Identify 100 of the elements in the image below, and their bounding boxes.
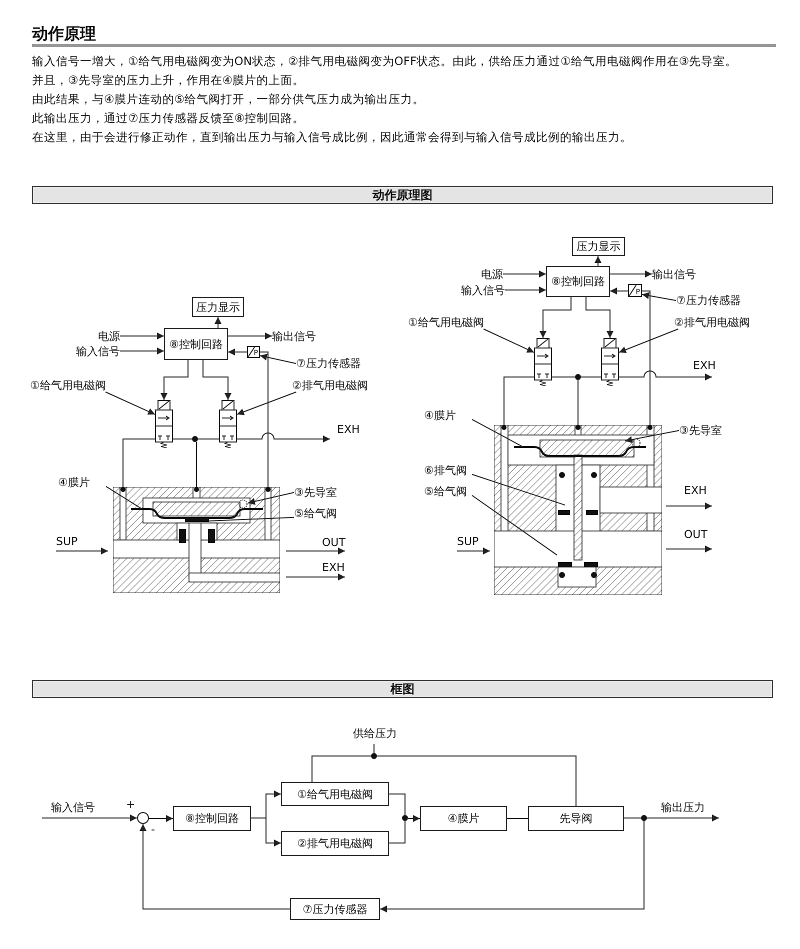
callout-text: ⑥排气阀: [424, 464, 472, 477]
junction-dot: [575, 374, 581, 380]
leader-line: [618, 328, 679, 354]
regulator-body-drawing: [113, 487, 280, 593]
connector-line: [388, 820, 406, 844]
junction-dot: [371, 753, 377, 759]
leader-line: [260, 354, 296, 364]
process-box: 压力显示: [192, 297, 244, 317]
leader-line: [624, 430, 680, 444]
leader-line: [472, 474, 566, 506]
callout-text: ⑤给气阀: [294, 507, 350, 520]
edge-label: 供给压力: [352, 727, 398, 740]
leader-line: [483, 328, 534, 353]
paragraph-text: 并且，③先导室的压力上升，作用在④膜片的上面。: [32, 73, 305, 88]
arrow: [120, 348, 164, 354]
paragraph-text: 此输出压力，通过⑦压力传感器反馈至⑧控制回路。: [32, 111, 305, 126]
junction-dot: [192, 436, 198, 442]
process-box: ⑧控制回路: [546, 266, 610, 297]
process-box: ⑧控制回路: [173, 806, 251, 831]
callout-text: ①给气用电磁阀: [408, 316, 492, 329]
leader-line: [642, 292, 676, 301]
arrow: [250, 818, 282, 846]
pneumatic-line: [198, 438, 220, 440]
edge-label: EXH: [336, 423, 361, 436]
port-label: EXH: [322, 561, 345, 574]
arrow: [594, 256, 602, 266]
process-box: 压力显示: [572, 237, 625, 256]
section-header-bar: 框图: [32, 680, 773, 698]
arrow: [504, 286, 546, 294]
process-box: ⑦压力传感器: [290, 898, 380, 920]
arrow: [586, 296, 614, 338]
arrow: [610, 270, 652, 278]
arrow: [214, 316, 222, 328]
arrow: [228, 332, 272, 340]
arrow: [228, 348, 248, 356]
arrow: [120, 332, 164, 340]
arrow: [160, 360, 188, 400]
arrow: [646, 814, 720, 822]
pneumatic-line: [196, 442, 197, 488]
pressure-sensor-symbol: [247, 346, 260, 358]
callout-text: 电源: [88, 330, 120, 343]
port-label: OUT: [322, 536, 346, 549]
pneumatic-line: [236, 432, 330, 442]
arrow: [610, 288, 628, 294]
callout-text: 输入信号: [451, 284, 505, 297]
edge-label: EXH: [692, 359, 717, 372]
process-box: ④膜片: [420, 806, 507, 831]
callout-text: ③先导室: [679, 424, 735, 437]
callout-text: ①给气用电磁阀: [30, 379, 114, 392]
pneumatic-line: [642, 290, 650, 426]
solenoid-valve-symbol: [219, 400, 237, 448]
solenoid-valve-symbol: [155, 400, 173, 448]
leader-line: [236, 392, 297, 416]
pneumatic-line: [504, 376, 534, 426]
arrow: [42, 814, 138, 822]
callout-text: 输入信号: [66, 345, 120, 358]
leader-line: [472, 418, 524, 448]
sign-label: +: [126, 798, 136, 811]
leader-line: [472, 494, 558, 556]
paragraph-text: 输入信号一增大，①给气用电磁阀变为ON状态，②排气用电磁阀变为OFF状态。由此，供给压力通过①给气用电磁阀作用在③先导室。: [32, 54, 738, 69]
junction-dot: [402, 815, 408, 821]
leader-line: [208, 516, 294, 522]
callout-text: ②排气用电磁阀: [292, 379, 376, 392]
process-box: 先导阀: [528, 806, 624, 831]
edge-label: 输出压力: [660, 801, 706, 814]
edge-label: 输入信号: [50, 801, 96, 814]
process-box: ①给气用电磁阀: [281, 782, 389, 806]
callout-text: 输出信号: [652, 268, 706, 281]
callout-text: ④膜片: [424, 409, 472, 422]
arrow: [380, 820, 644, 912]
pneumatic-line: [618, 370, 712, 380]
port-label: OUT: [684, 528, 708, 541]
solenoid-valve-symbol: [601, 338, 619, 386]
arrow: [148, 815, 174, 822]
process-box: ②排气用电磁阀: [281, 831, 389, 856]
pneumatic-line: [172, 438, 192, 440]
callout-text: ⑦压力传感器: [296, 357, 370, 370]
section-header-bar: 动作原理图: [32, 186, 773, 204]
callout-text: ⑦压力传感器: [676, 294, 750, 307]
port-label: SUP: [56, 535, 78, 548]
solenoid-valve-symbol: [534, 338, 552, 386]
sign-label: -: [151, 823, 155, 836]
leader-line: [105, 392, 156, 415]
arrow: [408, 815, 420, 822]
arrow: [502, 270, 546, 278]
callout-text: ②排气用电磁阀: [674, 316, 758, 329]
arrow: [540, 296, 572, 338]
pneumatic-line: [552, 376, 576, 378]
connector-line: [506, 818, 528, 819]
leader-line: [106, 486, 143, 510]
arrow: [140, 824, 290, 910]
callout-text: ④膜片: [58, 476, 106, 489]
port-label: SUP: [457, 535, 479, 548]
callout-text: ⑤给气阀: [424, 485, 472, 498]
summing-junction: [137, 812, 149, 824]
pneumatic-line: [122, 438, 156, 488]
pneumatic-line: [260, 352, 268, 488]
callout-text: ③先导室: [294, 486, 350, 499]
junction-dot: [641, 815, 647, 821]
process-box: ⑧控制回路: [164, 328, 228, 360]
